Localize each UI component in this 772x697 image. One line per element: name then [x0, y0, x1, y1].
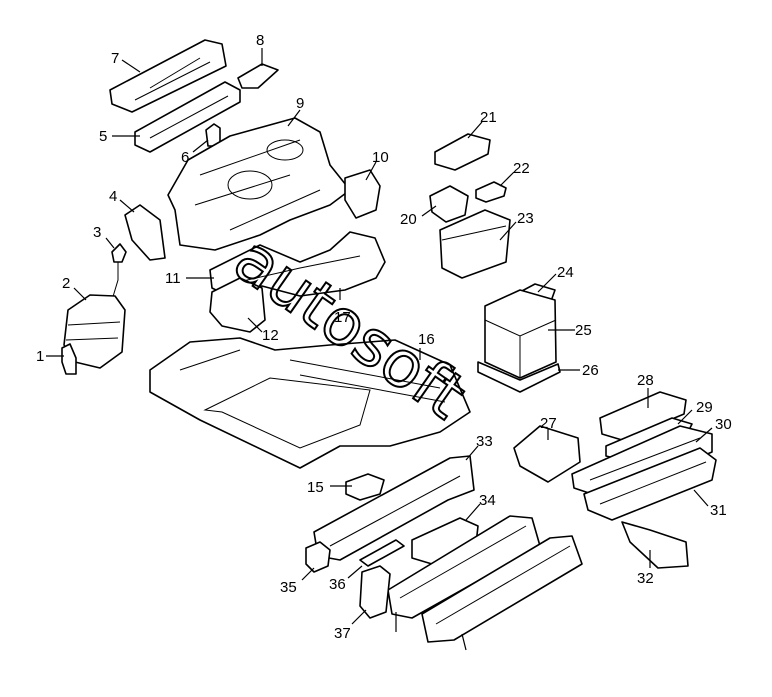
callout-label-4: 4: [109, 188, 117, 205]
callout-label-8: 8: [256, 32, 264, 49]
callout-label-16: 16: [418, 331, 435, 348]
callout-label-3: 3: [93, 224, 101, 241]
callout-28: 30: [695, 416, 732, 443]
callout-label-15: 15: [307, 479, 324, 496]
callout-label-21: 23: [517, 210, 534, 227]
part-4-bracket: [124, 204, 166, 261]
part-9-wheelhouse: [167, 117, 351, 251]
callout-3: 3: [93, 224, 115, 249]
part-7-upper-rail: [109, 39, 227, 113]
callout-label-12: 12: [262, 327, 279, 344]
callout-label-23: 25: [575, 322, 592, 339]
part-18-connector: [429, 185, 469, 223]
callout-11: 11: [165, 270, 214, 287]
callout-label-22: 24: [557, 264, 574, 281]
callout-label-1: 1: [36, 348, 44, 365]
callout-label-10: 10: [372, 149, 389, 166]
callout-label-26: 28: [637, 372, 654, 389]
part-1-clip: [61, 343, 77, 375]
callout-label-9: 9: [296, 95, 304, 112]
callout-29: 31: [693, 489, 727, 519]
part-33-endcap: [305, 541, 331, 573]
callout-4: 4: [109, 188, 135, 213]
callout-label-25: 27: [540, 415, 557, 432]
part-30-rail: [621, 521, 689, 569]
callout-1: 1: [36, 348, 64, 365]
callout-label-19: 21: [480, 109, 497, 126]
callout-24: 26: [558, 362, 599, 379]
callout-5: 5: [99, 128, 140, 145]
callout-label-31: 33: [476, 433, 493, 450]
part-23-battery: [484, 289, 557, 379]
callout-25: 27: [540, 415, 557, 440]
callout-label-5: 5: [99, 128, 107, 145]
callout-label-2: 2: [62, 275, 70, 292]
callout-label-34: 36: [329, 576, 346, 593]
callout-2: 2: [62, 275, 87, 301]
part-3-filler-neck: [111, 243, 127, 263]
callout-30: 32: [637, 550, 654, 587]
callout-21: 23: [499, 210, 534, 241]
part-8-bracket: [237, 63, 279, 89]
callout-18: 20: [400, 205, 437, 228]
callout-19: 21: [467, 109, 497, 139]
callout-16: 16: [418, 331, 435, 360]
part-24-base: [477, 361, 561, 393]
callout-label-6: 6: [181, 149, 189, 166]
callout-label-35: 37: [334, 625, 351, 642]
callout-15: 15: [307, 479, 352, 496]
callout-label-30: 32: [637, 570, 654, 587]
callout-12: 12: [247, 317, 279, 344]
part-35-bracket: [359, 565, 391, 619]
callout-label-28: 30: [715, 416, 732, 433]
callout-7: 7: [111, 50, 141, 73]
callout-27: 29: [677, 399, 713, 425]
callout-37: [461, 633, 467, 651]
callout-23: 25: [548, 322, 592, 339]
part-6-bracket: [205, 123, 221, 147]
callout-label-20: 22: [513, 160, 530, 177]
part-19-cover: [434, 133, 491, 171]
part-10-panel: [344, 169, 381, 219]
callout-26: 28: [637, 372, 654, 408]
part-12-bracket: [209, 277, 266, 333]
callout-22: 24: [537, 264, 574, 293]
callout-label-29: 31: [710, 502, 727, 519]
callout-label-24: 26: [582, 362, 599, 379]
callout-label-11: 11: [165, 270, 181, 287]
callout-label-18: 20: [400, 211, 417, 228]
callout-33: 35: [280, 567, 315, 596]
callout-label-7: 7: [111, 50, 119, 67]
callout-6: 6: [181, 139, 209, 166]
part-15-plate: [345, 473, 385, 501]
callout-9: 9: [287, 95, 304, 127]
callout-10: 10: [365, 149, 389, 181]
part-25-bracket: [513, 425, 581, 483]
part-5-rail: [134, 81, 241, 153]
callout-label-17: 17: [334, 309, 351, 326]
part-28-rail: [571, 425, 713, 499]
callout-label-33: 35: [280, 579, 297, 596]
callout-34: 36: [329, 565, 363, 593]
part-34-strip: [359, 539, 405, 567]
part-16-floor-panel: [149, 337, 471, 469]
callout-32: 34: [465, 492, 496, 521]
callout-31: 33: [465, 433, 493, 461]
callout-20: 22: [499, 160, 530, 187]
part-20-pad: [475, 181, 507, 203]
part-21-battery-tray: [439, 209, 511, 279]
callout-8: 8: [256, 32, 264, 66]
part-26-plate: [599, 391, 687, 441]
callout-17: 17: [334, 288, 351, 326]
callout-label-27: 29: [696, 399, 713, 416]
callout-label-32: 34: [479, 492, 496, 509]
callout-35: 37: [334, 609, 367, 642]
